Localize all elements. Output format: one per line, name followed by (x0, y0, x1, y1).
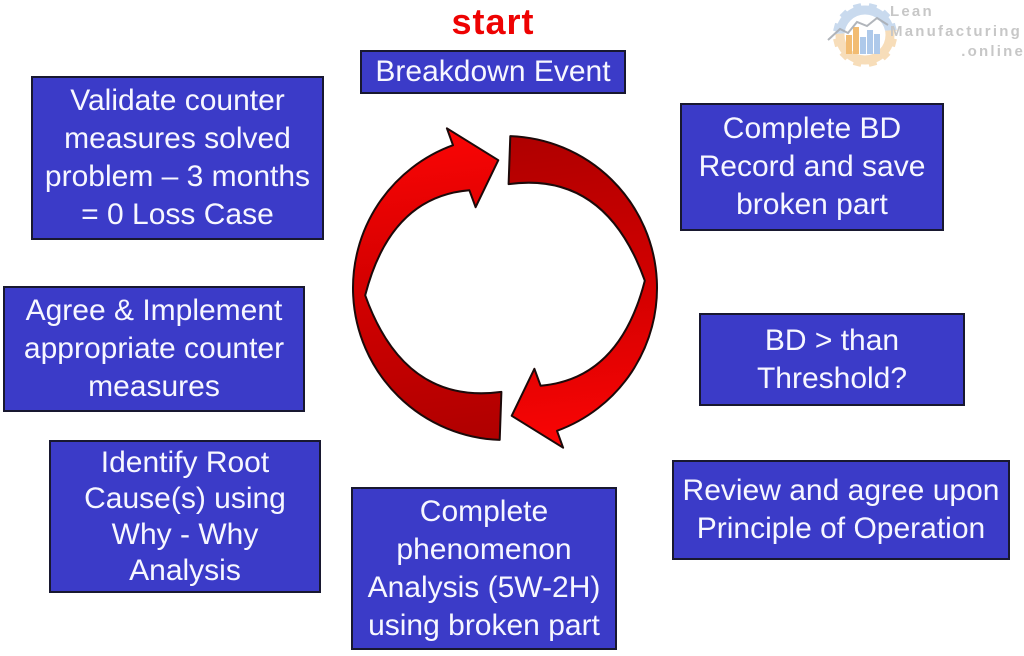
box-complete-bd-record: Complete BD Record and save broken part (680, 103, 944, 231)
box-bd-threshold: BD > than Threshold? (699, 313, 965, 406)
box-review-principle: Review and agree upon Principle of Opera… (672, 460, 1010, 560)
lean-manufacturing-logo: Lean Manufacturing .online (822, 0, 1024, 72)
trend-line-icon (827, 16, 889, 41)
box-agree-implement: Agree & Implement appropriate counter me… (3, 286, 305, 412)
logo-text: Lean Manufacturing .online (890, 2, 1024, 62)
logo-line-manufacturing: Manufacturing (890, 23, 1022, 40)
cycle-arrow-left-icon (352, 127, 503, 441)
cycle-arrow-right-icon (507, 135, 658, 449)
box-identify-root-cause: Identify Root Cause(s) using Why - Why A… (49, 440, 321, 593)
logo-line-lean: Lean (890, 3, 934, 20)
logo-line-online: .online (961, 43, 1024, 60)
start-label: start (451, 1, 535, 42)
box-complete-phenomenon: Complete phenomenon Analysis (5W-2H) usi… (351, 487, 617, 650)
box-validate-counter-measures: Validate counter measures solved problem… (31, 76, 324, 240)
box-breakdown-event: Breakdown Event (360, 50, 626, 94)
bar-chart-icon (846, 27, 880, 54)
gear-icon (827, 3, 897, 67)
